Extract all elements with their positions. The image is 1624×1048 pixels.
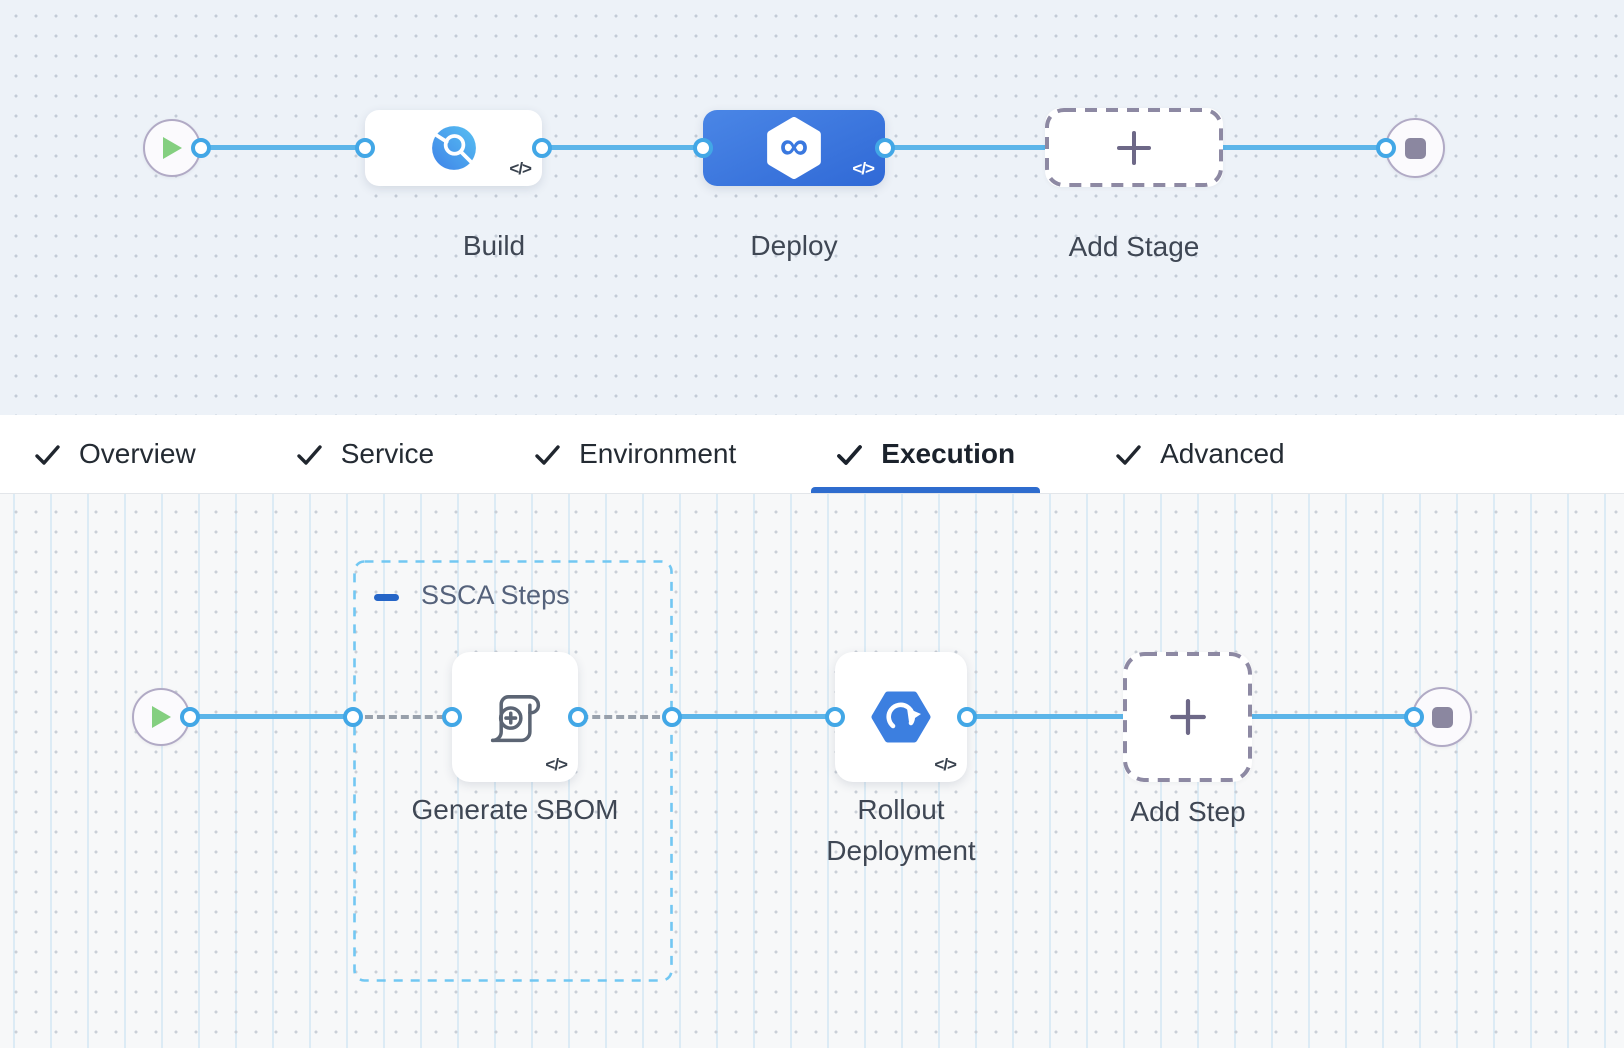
step-node-rollout-deployment[interactable]: </> bbox=[835, 652, 967, 782]
label-line-1: Rollout bbox=[857, 794, 945, 825]
check-icon bbox=[35, 444, 60, 465]
connector-anchor bbox=[568, 707, 588, 727]
collapse-group-button[interactable] bbox=[374, 594, 399, 601]
connector-anchor bbox=[355, 138, 375, 158]
stage-canvas[interactable]: </> Build ∞ </> Deploy Add S bbox=[0, 0, 1624, 415]
step-label-rollout-deployment: Rollout Deployment bbox=[771, 790, 1031, 871]
stop-icon bbox=[1404, 137, 1426, 159]
connector-anchor bbox=[693, 138, 713, 158]
cd-deploy-icon bbox=[767, 117, 821, 179]
step-label-generate-sbom: Generate SBOM bbox=[411, 794, 619, 825]
ci-build-icon bbox=[431, 126, 476, 170]
add-step-button[interactable] bbox=[1123, 652, 1252, 782]
tab-environment[interactable]: Environment bbox=[534, 415, 736, 493]
connector-anchor bbox=[442, 707, 462, 727]
sbom-scroll-icon bbox=[490, 695, 541, 743]
step-connector-line bbox=[190, 714, 353, 719]
step-connector-line bbox=[672, 714, 1414, 719]
tab-overview[interactable]: Overview bbox=[34, 415, 196, 493]
tab-label: Service bbox=[340, 438, 435, 469]
label-line-2: Deployment bbox=[826, 834, 976, 866]
tab-execution[interactable]: Execution bbox=[811, 415, 1041, 493]
plus-icon bbox=[1117, 130, 1151, 165]
step-label-add-step: Add Step bbox=[1130, 796, 1246, 827]
stage-label-add-stage: Add Stage bbox=[1068, 231, 1200, 262]
active-tab-underline bbox=[811, 487, 1041, 493]
connector-anchor bbox=[1404, 707, 1424, 727]
tab-service[interactable]: Service bbox=[296, 415, 434, 493]
dashed-border bbox=[1045, 108, 1223, 187]
step-node-generate-sbom[interactable]: </> bbox=[452, 652, 578, 782]
add-stage-button[interactable] bbox=[1045, 108, 1223, 187]
connector-anchor bbox=[180, 707, 200, 727]
check-icon bbox=[1116, 444, 1141, 465]
stage-node-build[interactable]: </> bbox=[365, 110, 542, 186]
stage-label-deploy: Deploy bbox=[750, 230, 838, 261]
connector-anchor bbox=[875, 138, 895, 158]
tab-advanced[interactable]: Advanced bbox=[1115, 415, 1285, 493]
pipeline-end-node bbox=[1385, 118, 1445, 178]
pipeline-start-node bbox=[143, 119, 201, 177]
connector-anchor bbox=[191, 138, 211, 158]
play-icon bbox=[152, 706, 171, 728]
step-group-ssca bbox=[353, 560, 673, 982]
dashed-border bbox=[1123, 652, 1252, 782]
code-template-icon: </> bbox=[545, 755, 568, 774]
check-icon bbox=[837, 444, 863, 465]
group-dashed-border bbox=[353, 560, 673, 982]
connector-anchor bbox=[1376, 138, 1396, 158]
stage-node-deploy[interactable]: ∞ </> bbox=[703, 110, 885, 186]
code-template-icon: </> bbox=[852, 159, 875, 178]
tab-label: Environment bbox=[579, 438, 737, 469]
stage-tab-bar: Overview Service Environment Execution A… bbox=[0, 415, 1624, 494]
connector-anchor bbox=[825, 707, 845, 727]
tab-label: Advanced bbox=[1160, 438, 1285, 469]
connector-anchor bbox=[343, 707, 363, 727]
connector-anchor bbox=[957, 707, 977, 727]
execution-canvas[interactable]: SSCA Steps </> Generate SBOM bbox=[0, 494, 1624, 1048]
check-icon bbox=[535, 444, 560, 465]
plus-icon bbox=[1169, 699, 1206, 735]
infinity-icon: ∞ bbox=[779, 124, 809, 168]
code-template-icon: </> bbox=[934, 755, 957, 774]
stop-icon bbox=[1431, 706, 1453, 728]
tab-label: Execution bbox=[881, 438, 1016, 469]
code-template-icon: </> bbox=[509, 159, 532, 178]
check-icon bbox=[297, 444, 322, 465]
play-icon bbox=[163, 137, 182, 159]
connector-anchor bbox=[662, 707, 682, 727]
stage-label-build: Build bbox=[462, 230, 526, 261]
rollout-icon bbox=[871, 691, 931, 743]
tab-label: Overview bbox=[79, 438, 196, 469]
step-group-label: SSCA Steps bbox=[421, 580, 570, 610]
connector-anchor bbox=[532, 138, 552, 158]
